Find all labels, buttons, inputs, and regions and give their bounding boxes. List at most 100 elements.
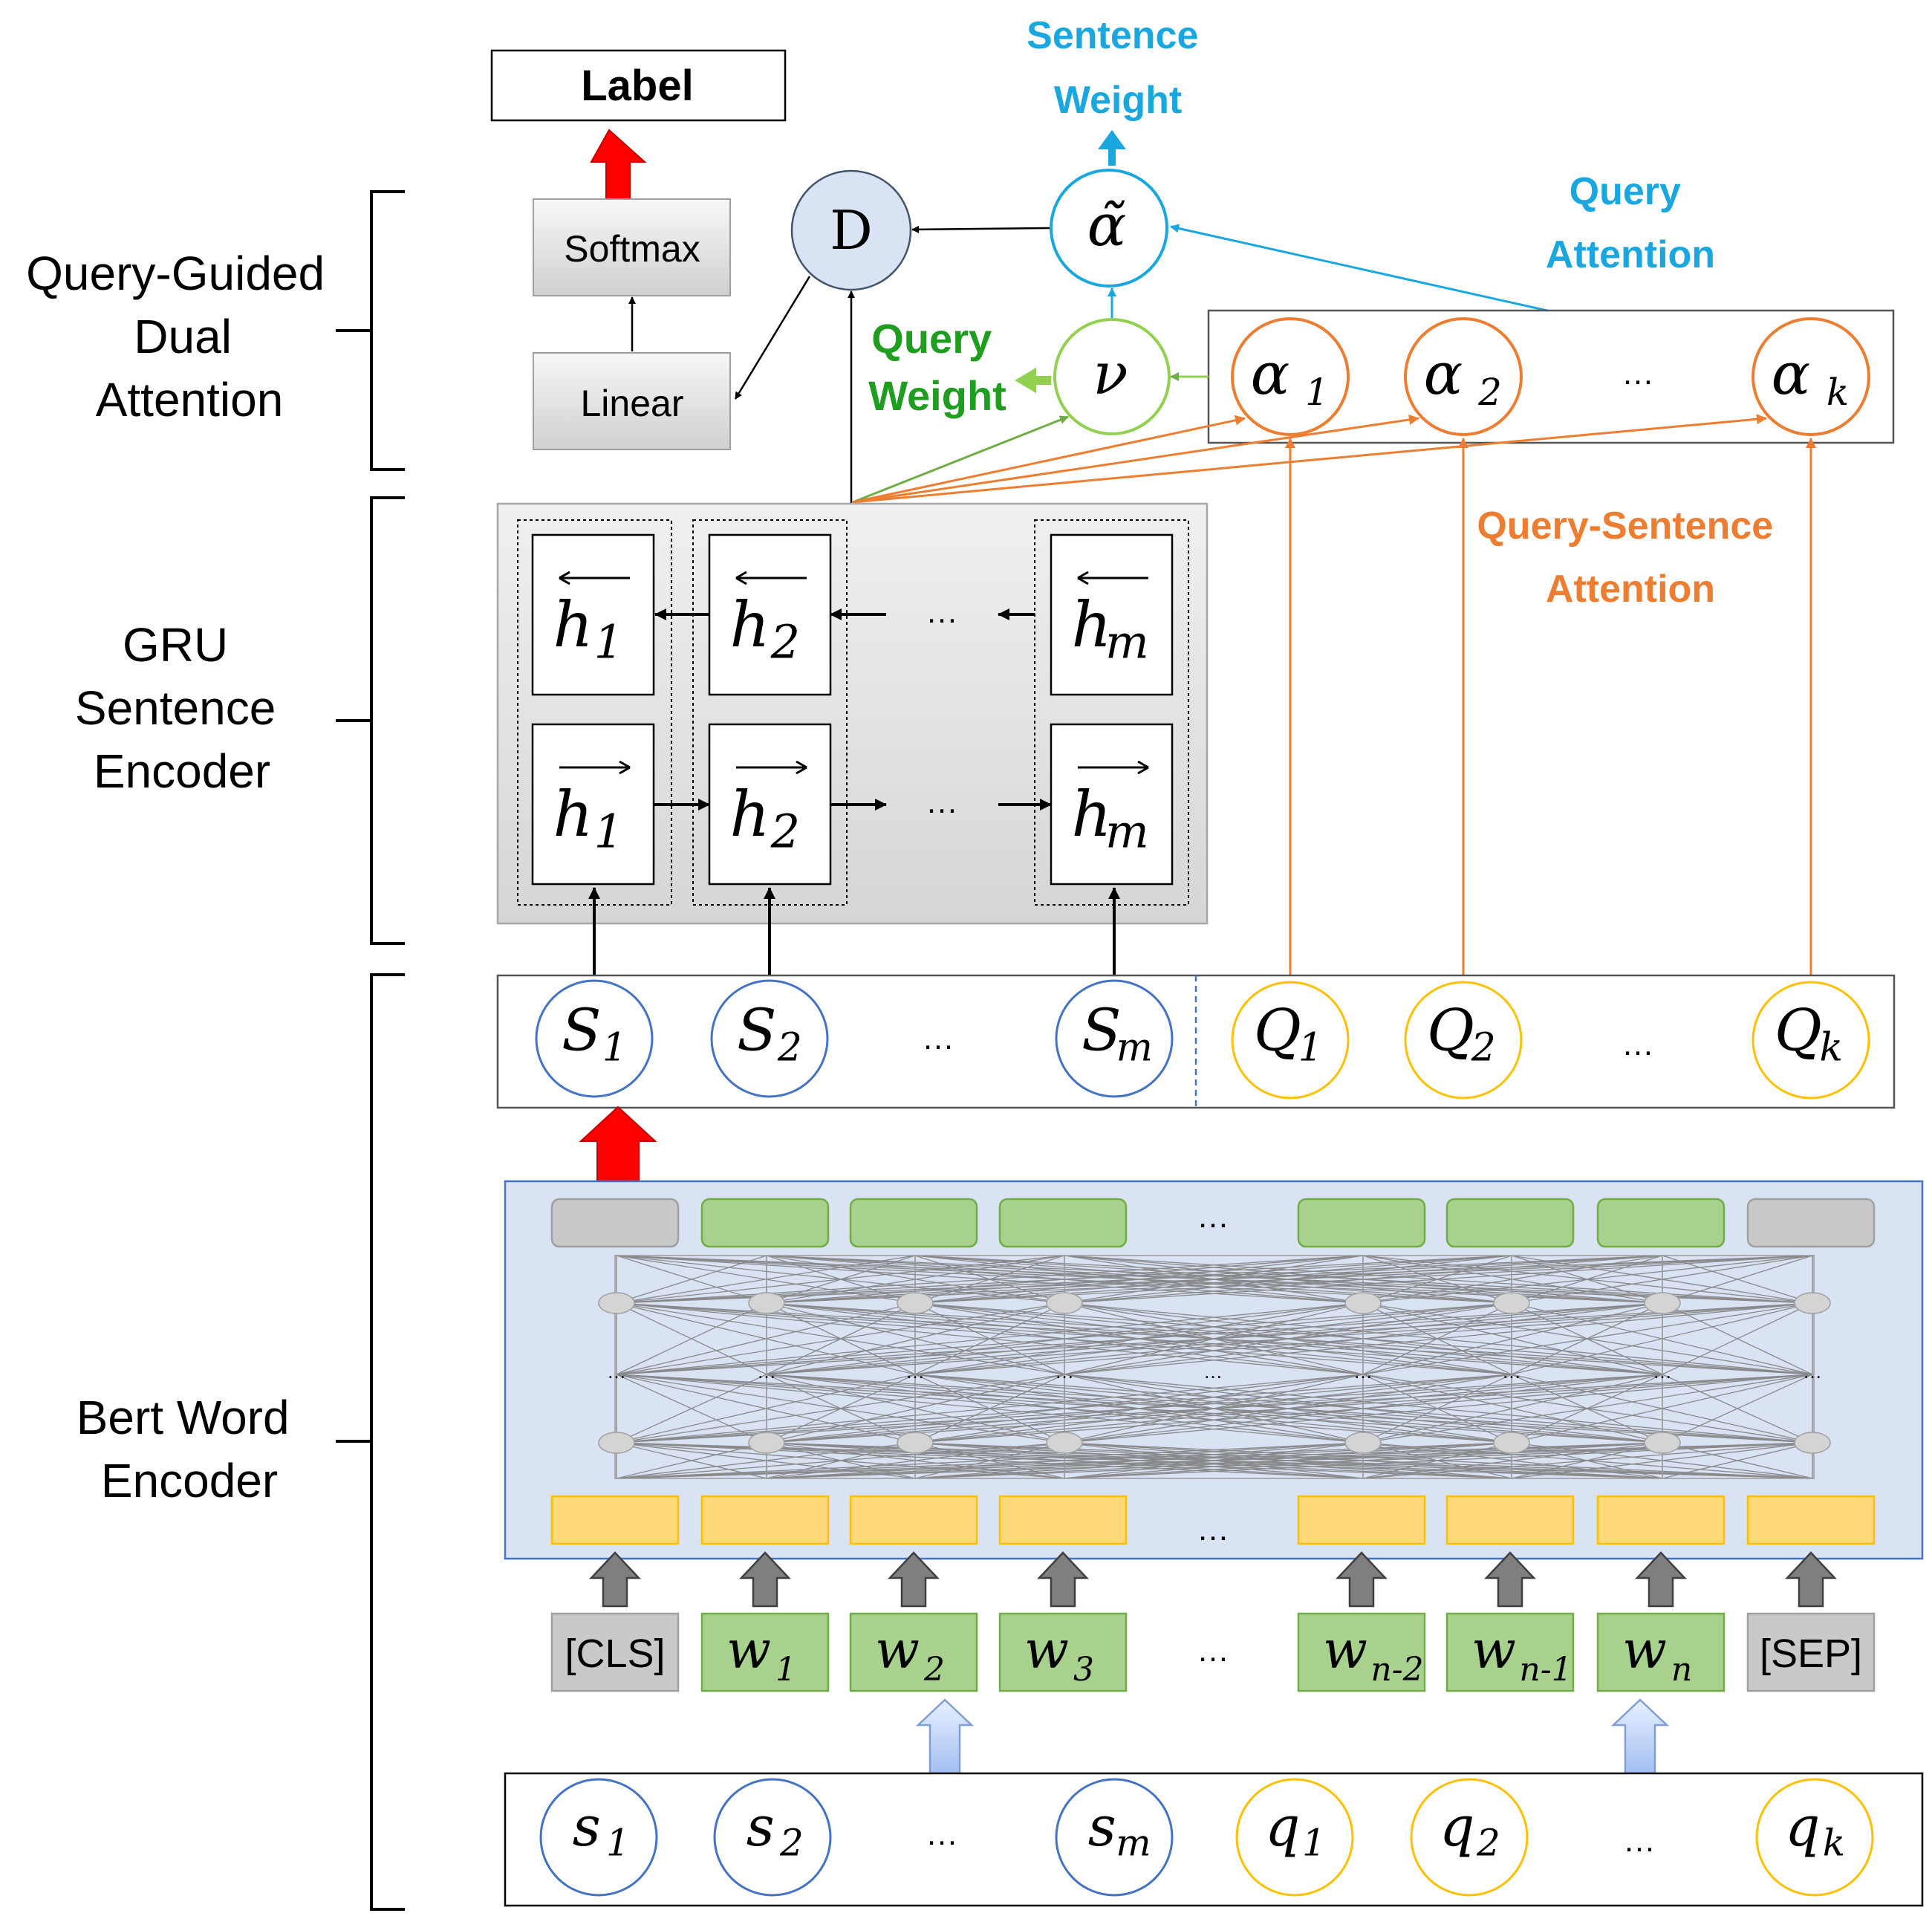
word-token-subscript: 3: [1073, 1651, 1094, 1689]
bert-hidden-node: [748, 1432, 785, 1454]
bert-layer-ellipsis: …: [905, 1360, 925, 1383]
word-token-subscript: n-1: [1519, 1651, 1572, 1689]
bert-top-ellipsis: …: [1197, 1198, 1229, 1235]
word-token-subscript: n: [1671, 1651, 1692, 1689]
bert-layer-ellipsis: …: [757, 1360, 776, 1383]
token-ellipsis: …: [1197, 1632, 1229, 1669]
input-sentence-node: [713, 1778, 832, 1897]
bert-embedding-box: [1445, 1495, 1575, 1545]
bert-output-token-box: [849, 1198, 978, 1248]
input-sentence-label: s: [1088, 1795, 1116, 1859]
input-sentence-ellipsis: …: [926, 1816, 958, 1852]
input-query-label-subscript: 1: [1302, 1822, 1326, 1865]
gru-backward-cell: hm: [1050, 533, 1174, 696]
bert-hidden-node: [1344, 1432, 1382, 1454]
alpha-subscript: 2: [1477, 371, 1502, 414]
sentence-weight-arrow: [1098, 129, 1126, 166]
input-sentence-label: s: [747, 1795, 775, 1859]
input-sentence-node: [1055, 1778, 1174, 1897]
bert-hidden-node: [1046, 1292, 1083, 1314]
token-arrows: [589, 1551, 1837, 1608]
gru-backward-label-subscript: m: [1105, 614, 1149, 669]
nu-text: ν: [1093, 341, 1128, 408]
bert-output-boxes: [550, 1198, 1876, 1248]
sentence-node: [710, 979, 829, 1098]
input-query-node: [1235, 1778, 1354, 1897]
softmax-text: Softmax: [564, 228, 700, 270]
query-label-subscript: 2: [1471, 1025, 1496, 1070]
bert-layer-ellipsis: …: [1653, 1360, 1672, 1383]
input-query-node: [1755, 1778, 1874, 1897]
bert-layer-ellipsis: …: [1502, 1360, 1521, 1383]
bert-hidden-node: [748, 1292, 785, 1314]
query-to-alpha-arrows: [1285, 438, 1816, 981]
sentence-row-ellipsis: …: [922, 1020, 954, 1056]
query-label: Q: [1254, 997, 1301, 1064]
bert-hidden-node: [1794, 1432, 1831, 1454]
token-up-arrow: [1785, 1551, 1837, 1608]
attention-section-label: Query-Guided Dual Attention: [26, 247, 338, 426]
bert-layer-ellipsis: …: [1055, 1360, 1074, 1383]
gru-backward-label-subscript: 2: [770, 614, 800, 669]
bert-embed-ellipsis: …: [1197, 1511, 1229, 1548]
bert-hidden-node: [1493, 1432, 1530, 1454]
alpha-ellipsis: …: [1622, 355, 1654, 392]
bert-output-token-box: [1596, 1198, 1726, 1248]
bert-mesh: ………………………: [598, 1255, 1831, 1479]
sentence-label: S: [1082, 997, 1121, 1064]
special-token-label: [CLS]: [565, 1631, 665, 1676]
sentence-node: [535, 979, 654, 1098]
query-label-subscript: 1: [1298, 1025, 1323, 1070]
label-text: Label: [581, 62, 694, 110]
gru-forward-label: h: [1071, 778, 1111, 851]
alpha-subscript: k: [1827, 371, 1849, 414]
alpha-tilde-to-d-arrow: [911, 225, 1050, 233]
d-node: [790, 169, 912, 291]
d-to-linear-arrow: [734, 276, 811, 400]
bert-hidden-node: [897, 1432, 934, 1454]
red-output-arrow: [590, 129, 647, 210]
special-token-label: [SEP]: [1760, 1631, 1862, 1676]
query-weight-label: Query Weight: [868, 315, 1006, 419]
sentence-label: S: [737, 997, 776, 1064]
bert-embedding-box: [1596, 1495, 1726, 1545]
special-token: [CLS]: [550, 1612, 680, 1692]
gru-section-label: GRU Sentence Encoder: [75, 618, 289, 798]
sentence-label-subscript: m: [1116, 1025, 1153, 1070]
label-box: [490, 49, 787, 122]
bert-hidden-node: [1493, 1292, 1530, 1314]
sentence-to-gru-arrows: [588, 887, 1120, 983]
input-query-label-subscript: k: [1823, 1822, 1845, 1865]
input-query-label-subscript: 2: [1476, 1822, 1500, 1865]
bert-embedding-box: [700, 1495, 830, 1545]
bert-section-label: Bert Word Encoder: [77, 1391, 303, 1507]
bert-hidden-node: [1644, 1292, 1681, 1314]
query-attention-arrow: [1170, 224, 1548, 312]
token-up-arrow: [739, 1551, 791, 1608]
bert-embedding-box: [849, 1495, 978, 1545]
gru-forward-label: h: [729, 778, 770, 851]
bert-output-token-box: [998, 1198, 1128, 1248]
token-up-arrow: [888, 1551, 940, 1608]
input-query-label: q: [1265, 1795, 1300, 1859]
bert-layer-ellipsis: …: [1353, 1360, 1373, 1383]
alpha-node: [1404, 317, 1523, 436]
token-up-arrow: [589, 1551, 641, 1608]
word-token-label: w: [1622, 1620, 1667, 1680]
bert-layer-ellipsis: …: [1203, 1360, 1223, 1383]
word-token-label: w: [726, 1620, 771, 1680]
bert-hidden-node: [598, 1432, 635, 1454]
bert-embedding-box: [550, 1495, 680, 1545]
token-up-arrow: [1484, 1551, 1536, 1608]
alpha-label: α: [1772, 341, 1811, 408]
bert-output-token-box: [1445, 1198, 1575, 1248]
input-query-label: q: [1785, 1795, 1820, 1859]
bert-embedding-box: [998, 1495, 1128, 1545]
query-row-ellipsis: …: [1622, 1026, 1654, 1062]
